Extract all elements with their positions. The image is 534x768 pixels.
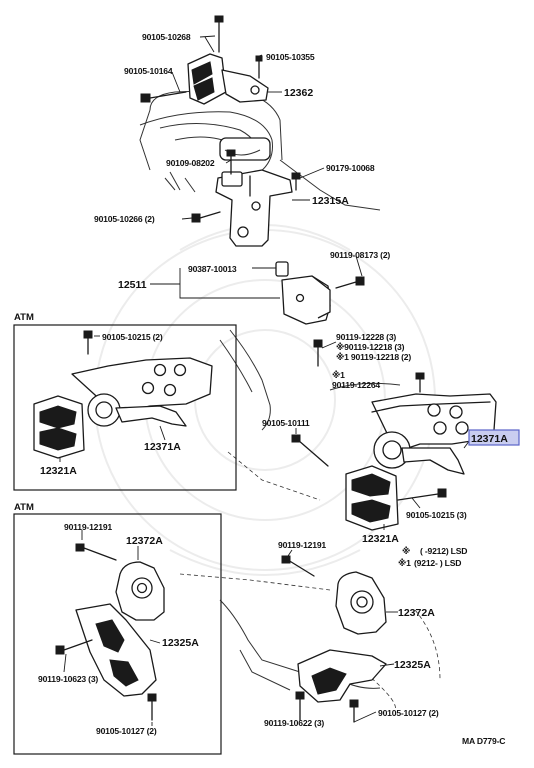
label-12371A-atm[interactable]: 12371A [144,441,181,453]
label-12321A-main[interactable]: 12321A [362,533,399,545]
label-90105-10355[interactable]: 90105-10355 [266,52,315,62]
highlighted-part-12371A[interactable] [468,429,520,446]
side-mount-12371A [291,339,497,475]
label-90105-10215-3[interactable]: 90105-10215 (3) [406,510,467,520]
drawing-code: MA D779-C [462,736,505,746]
legend-text-1: ( -9212) LSD [420,546,467,556]
part-number-labels: 90105-10268 90105-10355 90105-10164 1236… [14,32,508,746]
label-90119-12218-2[interactable]: ※1 90119-12218 (2) [336,352,412,362]
label-90179-10068[interactable]: 90179-10068 [326,163,375,173]
label-90105-10127-atm[interactable]: 90105-10127 (2) [96,726,157,736]
label-90387-10013[interactable]: 90387-10013 [188,264,237,274]
label-12362[interactable]: 12362 [284,87,313,99]
label-90105-10127-main[interactable]: 90105-10127 (2) [378,708,439,718]
label-90119-12218-3[interactable]: ※90119-12218 (3) [336,342,405,352]
label-12372A-atm[interactable]: 12372A [126,535,163,547]
label-90119-12191-main[interactable]: 90119-12191 [278,540,327,550]
front-mount-12315A [191,149,301,247]
mount-bracket-12511 [275,261,365,325]
atm-label-upper: ATM [14,312,34,323]
label-12321A-atm[interactable]: 12321A [40,465,77,477]
label-90119-12228[interactable]: 90119-12228 (3) [336,332,397,342]
label-90119-12191-atm[interactable]: 90119-12191 [64,522,113,532]
atm-label-lower: ATM [14,502,34,513]
label-12325A-main[interactable]: 12325A [394,659,431,671]
atm-inset-lower [13,513,222,755]
label-90119-08173[interactable]: 90119-08173 (2) [330,250,391,260]
label-90109-08202[interactable]: 90109-08202 [166,158,215,168]
transaxle-outline [179,329,441,711]
legend-text-2: (9212- ) LSD [414,558,461,568]
label-90105-10268[interactable]: 90105-10268 [142,32,191,42]
label-12315A[interactable]: 12315A [312,195,349,207]
bracket-12325A [295,649,387,723]
label-90105-10266[interactable]: 90105-10266 (2) [94,214,155,224]
mount-insulator-12321A [345,465,447,531]
atm-inset-upper [13,324,237,491]
label-90119-12264[interactable]: 90119-12264 [332,380,381,390]
rear-insulator-12372A [281,555,387,635]
note-mark-1: ※1 [332,370,345,380]
label-12325A-atm[interactable]: 12325A [162,637,199,649]
leader-lines [59,35,471,726]
legend-mark-1: ※ [402,546,410,556]
label-12371A-main[interactable]: 12371A [471,433,508,445]
legend-mark-2: ※1 [398,558,411,568]
label-90119-10622[interactable]: 90119-10622 (3) [264,718,325,728]
label-90105-10111[interactable]: 90105-10111 [262,418,310,428]
label-90105-10164[interactable]: 90105-10164 [124,66,173,76]
rear-mount-bracket-12362 [140,15,269,105]
label-12372A-main[interactable]: 12372A [398,607,435,619]
label-90105-10215-2[interactable]: 90105-10215 (2) [102,332,163,342]
label-90119-10623[interactable]: 90119-10623 (3) [38,674,99,684]
label-12511[interactable]: 12511 [118,279,147,291]
